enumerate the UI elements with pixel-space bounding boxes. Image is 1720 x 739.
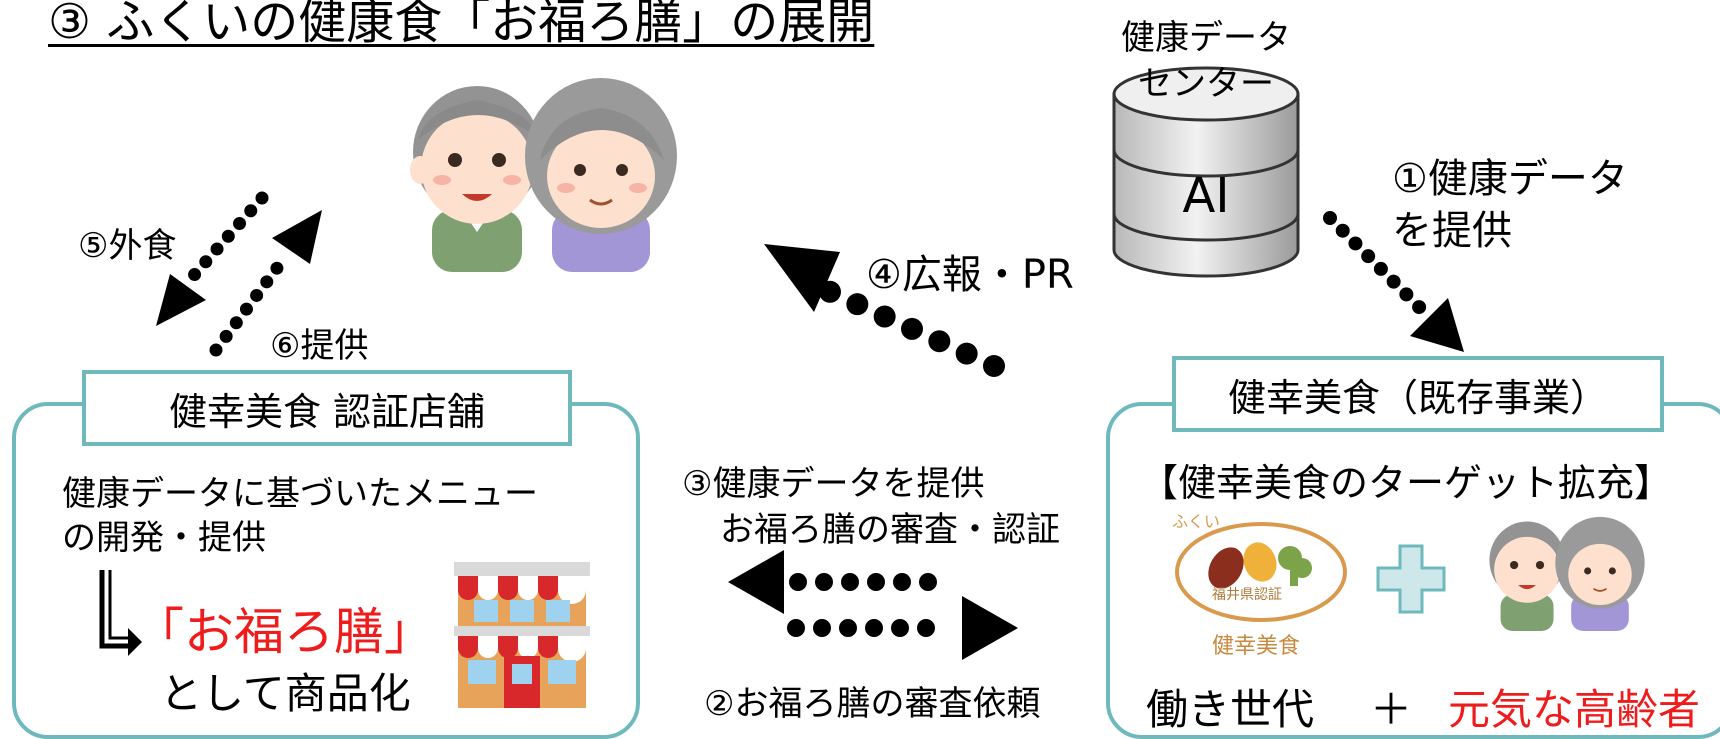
step4-label: ④広報・PR (866, 252, 1074, 298)
step1-label-line2: を提供 (1392, 208, 1512, 254)
arrow-step1 (1323, 211, 1464, 352)
step3-label-line1: ③健康データを提供 (682, 464, 985, 504)
step5-label: ⑤外食 (78, 226, 177, 266)
db-name-line2: センター (1138, 64, 1274, 104)
step6-label: ⑥提供 (270, 326, 369, 366)
target-expansion-heading: 【健幸美食のターゲット拡充】 (1140, 461, 1673, 505)
step3-label-line2: お福ろ膳の審査・認証 (720, 510, 1060, 550)
elderly-man-icon (410, 86, 544, 272)
arrows-step5-step6 (156, 191, 322, 357)
product-suffix: として商品化 (160, 669, 411, 718)
step2-label: ②お福ろ膳の審査依頼 (704, 684, 1041, 724)
arrows-step2-step3 (728, 550, 1018, 660)
page-title: ③ ふくいの健康食「お福ろ膳」の展開 (48, 0, 875, 50)
certified-store-tag: 健幸美食 認証店舗 (82, 370, 572, 446)
plus-cross-icon (1376, 544, 1446, 614)
db-name-line1: 健康データ (1121, 18, 1291, 58)
logo-cert-text: 福井県認証 (1212, 587, 1282, 603)
kenkou-bishoku-logo (1175, 522, 1347, 622)
store-building-icon (454, 562, 590, 708)
left-desc-line2: の開発・提供 (62, 518, 266, 558)
logo-name-text: 健幸美食 (1212, 634, 1301, 659)
active-elderly-label: 元気な高齢者 (1448, 685, 1701, 734)
database-icon (1112, 66, 1300, 278)
ai-label: AI (1182, 168, 1230, 224)
arrow-step4 (764, 244, 1005, 377)
plus-label: ＋ (1370, 685, 1413, 734)
logo-top-text: ふくい (1172, 512, 1221, 531)
left-desc-line1: 健康データに基づいたメニュー (62, 474, 538, 514)
small-elderly-couple-illustration (1489, 516, 1645, 631)
working-generation-label: 働き世代 (1146, 685, 1315, 734)
product-name: 「お福ろ膳」 (134, 603, 434, 661)
elderly-woman-icon (525, 78, 677, 272)
step1-label-line1: ①健康データ (1392, 156, 1628, 202)
elderly-couple-illustration (410, 78, 677, 272)
return-arrow-icon (99, 570, 142, 656)
existing-program-tag: 健幸美食（既存事業） (1172, 356, 1664, 432)
